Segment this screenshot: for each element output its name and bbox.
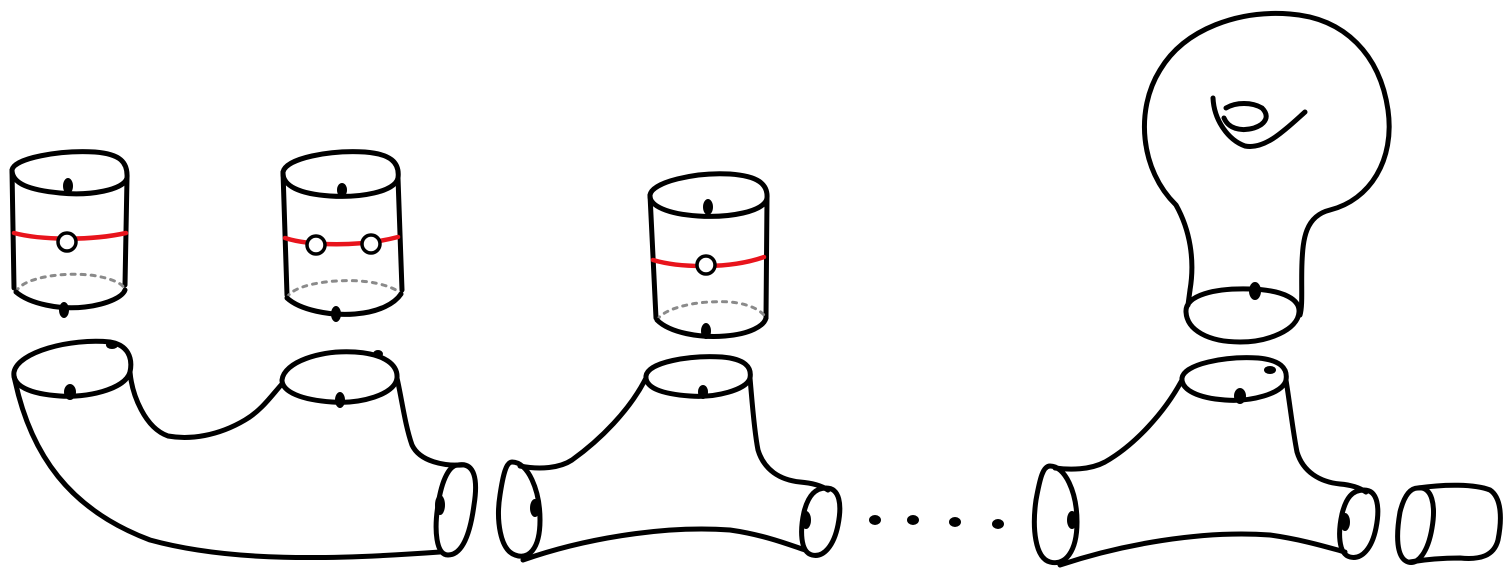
marked-point <box>59 302 69 318</box>
marked-point <box>1340 513 1350 531</box>
marked-point <box>106 341 118 349</box>
marked-point <box>331 306 341 322</box>
torus-handle-inner <box>1224 104 1266 130</box>
cylinder-2 <box>283 152 402 322</box>
puncture-point <box>697 256 715 274</box>
marked-point <box>703 199 713 215</box>
marked-point <box>337 183 347 197</box>
marked-point <box>701 323 711 339</box>
ellipsis-dot <box>949 517 961 527</box>
marked-point <box>1234 388 1246 404</box>
pants-1 <box>14 341 476 558</box>
ellipsis-dot <box>907 515 919 525</box>
ellipsis <box>869 515 1004 529</box>
ellipsis-dot <box>869 515 881 525</box>
cylinder-1 <box>12 152 127 318</box>
end-cap <box>1398 485 1501 562</box>
pants-2 <box>499 357 840 560</box>
torus-cap <box>1144 13 1389 342</box>
marked-point <box>1264 366 1276 374</box>
marked-point <box>64 384 76 400</box>
marked-point <box>801 511 811 529</box>
marked-point <box>63 178 73 194</box>
marked-point <box>530 499 540 517</box>
marked-point <box>1249 282 1261 300</box>
puncture-point <box>58 233 76 251</box>
marked-point <box>335 392 345 408</box>
pants-3 <box>1034 358 1377 565</box>
marked-point <box>1067 511 1077 529</box>
marked-point <box>435 495 445 515</box>
ellipsis-dot <box>992 519 1004 529</box>
puncture-point <box>307 236 325 254</box>
puncture-point <box>362 235 380 253</box>
cylinder-3 <box>650 174 767 339</box>
marked-point <box>698 385 708 399</box>
marked-point <box>373 350 383 358</box>
